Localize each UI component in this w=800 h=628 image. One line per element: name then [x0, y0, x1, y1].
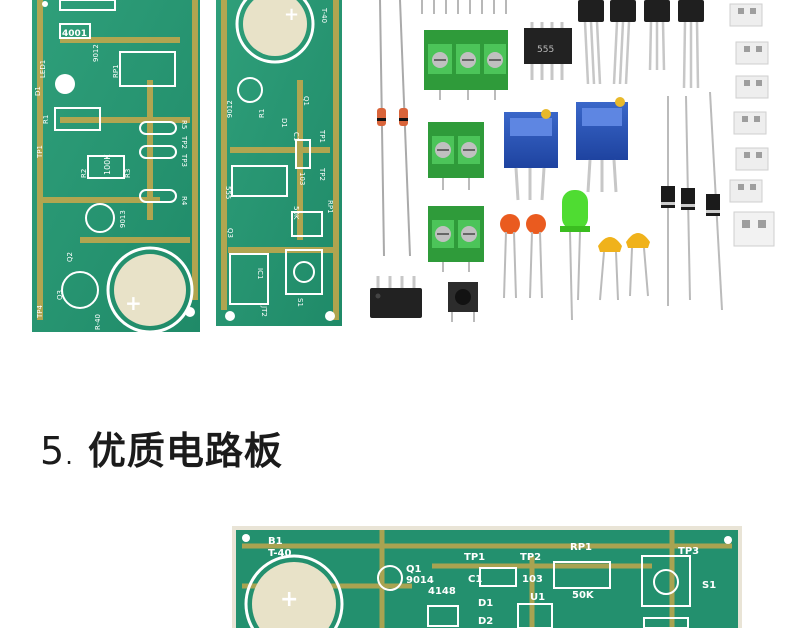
- white-connectors: [729, 3, 775, 247]
- pcb-label: 555: [224, 186, 232, 199]
- pcb-board-left: + 4001 D1 LED1 9012 RP1 TP2 TP3 R5 R4 10…: [32, 0, 200, 334]
- tantalum-capacitors: [598, 233, 650, 301]
- pcb-label: R-40: [94, 314, 102, 330]
- pcb-label: RP1: [570, 542, 592, 553]
- pcb-label: JT2: [260, 305, 268, 317]
- pcb-label: TP4: [36, 305, 44, 319]
- pcb-label: TP2: [520, 552, 541, 563]
- section-title: 优质电路板: [87, 429, 283, 473]
- pcb-label: Q3: [226, 228, 234, 238]
- pcb-label: 4001: [62, 29, 87, 39]
- pcb-label: D1: [478, 598, 493, 609]
- pcb-label: C1: [468, 574, 482, 585]
- ic-555-timer: 555: [524, 22, 572, 80]
- pcb-label: 9013: [119, 210, 127, 228]
- ceramic-capacitors: [500, 214, 546, 299]
- pcb-label: C1: [292, 132, 300, 141]
- pcb-label: R5: [180, 120, 188, 129]
- rectifier-diodes: [661, 91, 723, 311]
- section-number: 5: [40, 429, 66, 473]
- pcb-label: TP2: [180, 135, 188, 149]
- pcb-label: TP1: [464, 552, 485, 563]
- pcb-label: T-40: [268, 548, 291, 559]
- chip-label: 555: [537, 45, 554, 55]
- pcb-label: 50K: [572, 590, 595, 601]
- pcb-label: 50K: [292, 206, 300, 220]
- tactile-switch: [448, 282, 478, 322]
- terminal-block-3pin: [424, 30, 508, 100]
- pcb-label: TP1: [36, 145, 44, 159]
- pcb-label: Q2: [66, 252, 74, 262]
- pcb-label: S1: [296, 298, 304, 307]
- pcb-label: RP1: [326, 200, 334, 214]
- component-kit-photo: + 4001 D1 LED1 9012 RP1 TP2 TP3 R5 R4 10…: [32, 0, 775, 334]
- pcb-label: 4148: [428, 586, 456, 597]
- section-number-separator: .: [65, 442, 74, 470]
- trimmer-potentiometers: [504, 97, 628, 201]
- pcb-label: 100K: [103, 154, 112, 175]
- pcb-label: B1: [268, 536, 283, 547]
- terminal-block-2pin: [428, 122, 484, 190]
- pcb-label: S1: [702, 580, 716, 591]
- pcb-label: Q1: [302, 96, 310, 106]
- ic-dip8-chip: [370, 276, 422, 318]
- signal-diodes: [377, 0, 411, 257]
- pcb-label: D1: [34, 86, 42, 96]
- pcb-label: TP1: [318, 129, 326, 143]
- pcb-label: IC1: [256, 268, 264, 279]
- pcb-label: R1: [258, 109, 266, 118]
- transistors: [578, 0, 704, 89]
- pcb-closeup-photo: + B1 T-40 Q1 9014 4148 TP1 C1 D1 D2 TP2 …: [232, 526, 742, 628]
- pcb-label: R4: [180, 196, 188, 206]
- pcb-label: D1: [280, 118, 288, 128]
- component-leads: [421, 0, 507, 14]
- pcb-label: R1: [42, 115, 50, 124]
- pcb-label: T-40: [320, 7, 328, 23]
- pcb-label: R3: [124, 169, 132, 178]
- pcb-board-middle: + T-40 Q1 9012 R1 D1 C1 TP1 555 TP2 103 …: [216, 0, 342, 326]
- pcb-label: 103: [298, 172, 306, 185]
- pcb-label: U1: [530, 592, 545, 603]
- terminal-block-2pin: [428, 206, 484, 272]
- pcb-label: TP3: [678, 546, 699, 557]
- svg-text:+: +: [280, 587, 298, 612]
- pcb-label: Q3: [56, 290, 64, 300]
- pcb-label: LED1: [39, 60, 47, 78]
- pcb-label: TP3: [180, 153, 188, 167]
- pcb-label: RP1: [112, 64, 120, 78]
- svg-text:+: +: [284, 4, 299, 25]
- svg-text:+: +: [125, 291, 142, 315]
- pcb-label: 9014: [406, 575, 434, 586]
- pcb-label: 9012: [92, 44, 100, 62]
- pcb-label: 9012: [226, 100, 234, 118]
- section-heading: 5. 优质电路板: [40, 420, 283, 475]
- green-led: [560, 190, 590, 321]
- pcb-label: TP2: [318, 167, 326, 181]
- pcb-label: R2: [80, 169, 88, 178]
- pcb-label: 103: [522, 574, 543, 585]
- pcb-label: D2: [478, 616, 493, 627]
- pcb-label: Q1: [406, 564, 422, 575]
